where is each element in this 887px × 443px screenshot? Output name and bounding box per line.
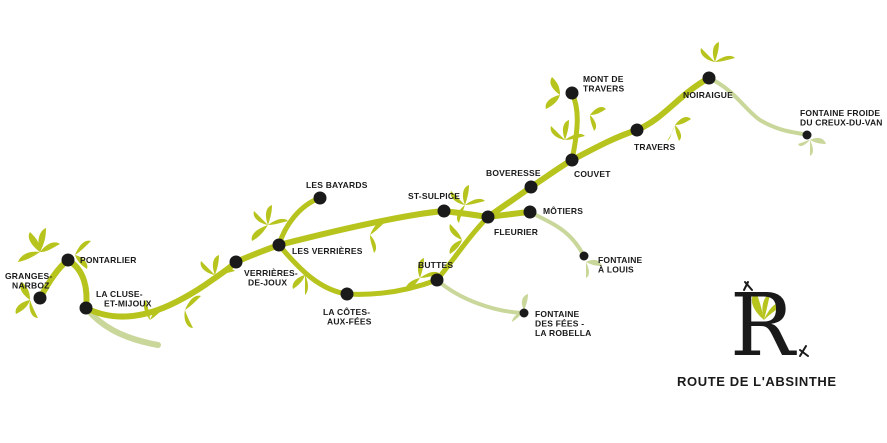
stop-nodes — [33, 71, 812, 318]
route-st-sulpice-fleurier — [441, 208, 491, 220]
stop-fontaine-fees[interactable] — [519, 308, 529, 318]
logo-letter: R — [730, 276, 797, 376]
label-verrieres-joux: VERRIÈRES-DE-JOUX — [244, 268, 298, 288]
label-pontarlier: PONTARLIER — [80, 255, 137, 265]
stop-mont-travers[interactable] — [565, 86, 579, 100]
stop-les-verrieres[interactable] — [272, 238, 286, 252]
stop-st-sulpice[interactable] — [437, 204, 451, 218]
stop-couvet[interactable] — [565, 153, 579, 167]
logo-wormwood-icon — [743, 281, 809, 357]
stop-boveresse[interactable] — [524, 180, 538, 194]
label-les-verrieres: LES VERRIÈRES — [292, 246, 363, 256]
stop-verrieres-joux[interactable] — [229, 255, 243, 269]
route-pontarlier-cluse — [65, 257, 90, 311]
wormwood-leaves — [15, 42, 735, 328]
route-cluse-verrieres — [83, 259, 239, 320]
wormwood-leaves-light — [512, 137, 826, 322]
label-motiers: MÔTIERS — [543, 205, 583, 216]
label-fleurier: FLEURIER — [494, 227, 538, 237]
route-tail-fontaine-louis — [528, 210, 586, 258]
label-st-sulpice: ST-SULPICE — [408, 191, 460, 201]
label-granges: GRANGES-NARBOZ — [5, 271, 52, 291]
route-buttes-fleurier — [434, 214, 491, 283]
route-to-st-sulpice — [276, 208, 447, 248]
route-to-cotes — [276, 242, 350, 297]
label-buttes: BUTTES — [418, 260, 453, 270]
stop-cotes[interactable] — [340, 287, 354, 301]
stop-fleurier[interactable] — [481, 210, 495, 224]
label-noiraigue: NOIRAIGUE — [683, 90, 733, 100]
route-tail-fontaine-fees — [435, 278, 526, 315]
stop-pontarlier[interactable] — [61, 253, 75, 267]
route-travers-noiraigue — [634, 75, 712, 133]
label-boveresse: BOVERESSE — [486, 168, 541, 178]
stop-fontaine-froide[interactable] — [802, 130, 812, 140]
label-bayards: LES BAYARDS — [306, 180, 368, 190]
stop-fontaine-louis[interactable] — [579, 251, 589, 261]
stop-buttes[interactable] — [430, 273, 444, 287]
route-couvet-mont-travers — [569, 90, 580, 163]
route-lines — [37, 75, 809, 348]
label-cotes: LA CÔTES-AUX-FÉES — [323, 306, 372, 327]
brand-title: ROUTE DE L'ABSINTHE — [677, 374, 837, 389]
stop-labels: GRANGES-NARBOZ PONTARLIER LA CLUSE-ET-MI… — [5, 74, 883, 338]
label-cluse: LA CLUSE-ET-MIJOUX — [96, 289, 152, 309]
stop-motiers[interactable] — [523, 205, 537, 219]
stop-bayards[interactable] — [313, 191, 327, 205]
label-travers: TRAVERS — [634, 142, 676, 152]
route-tail-fontaine-froide — [707, 76, 809, 137]
brand-logo: R ROUTE DE L'ABSINTHE — [677, 276, 837, 389]
stop-travers[interactable] — [630, 123, 644, 137]
stop-noiraigue[interactable] — [702, 71, 716, 85]
stop-cluse[interactable] — [79, 301, 93, 315]
route-cotes-buttes — [344, 277, 440, 297]
logo-leaf-icon — [751, 292, 784, 320]
route-verrieres-joux-les-verrieres — [233, 242, 282, 265]
label-couvet: COUVET — [574, 169, 611, 179]
stop-granges[interactable] — [33, 291, 47, 305]
